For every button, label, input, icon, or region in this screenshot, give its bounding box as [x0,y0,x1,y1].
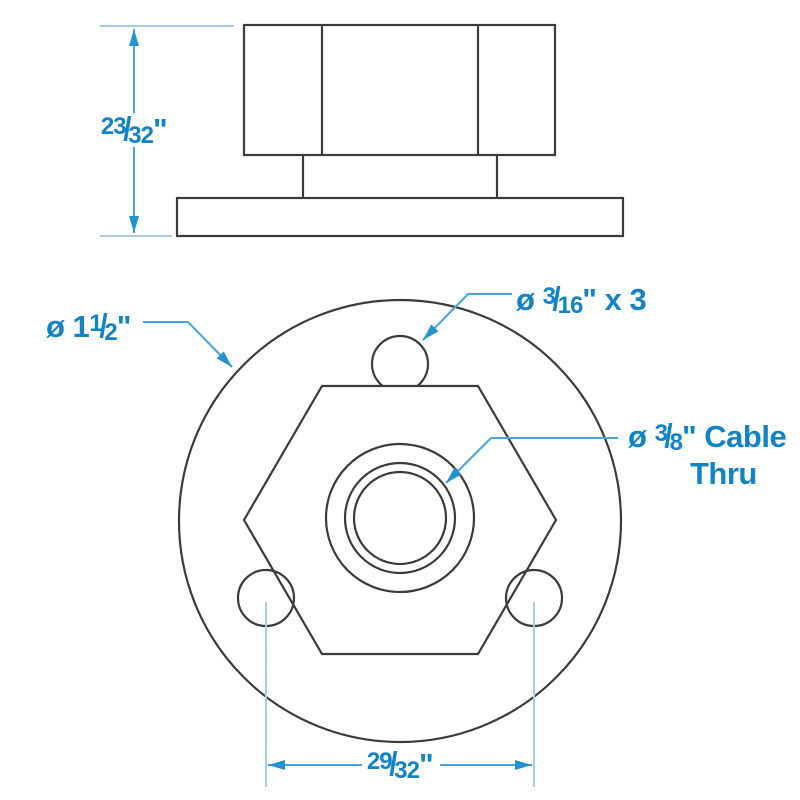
fraction-slash: / [122,110,131,147]
fraction-slash: / [388,745,397,782]
side-view [175,23,625,238]
fraction-numerator: 3 [654,420,668,447]
fraction-denominator: 2 [104,319,117,346]
fraction-numerator: 29 [366,748,393,775]
fraction-slash: / [99,307,107,344]
flange-diameter-leader-line [143,321,233,368]
mount-holes-leader-line [422,293,512,341]
label-suffix: " [152,112,168,147]
counterbore-circle [324,442,476,594]
label-text: Thru [690,456,757,491]
label-suffix: " [418,747,434,782]
height-dimension [100,25,234,237]
label-suffix: " Cable [681,419,787,454]
mount-holes-label: ø 3/16" x 3 [516,280,647,319]
cable-thru-label-line1: ø 3/8" Cable [628,417,787,456]
fraction-denominator: 16 [557,292,584,319]
fraction-numerator: 3 [542,283,556,310]
bolt-hole-top [370,334,430,394]
hole-spacing-label: 29/32" [366,745,434,784]
hex-nut-side-outline [242,23,557,157]
height-dimension-label: 23/32" [100,110,168,149]
label-prefix: ø [628,419,655,454]
fraction-denominator: 8 [669,429,683,456]
label-prefix: ø 1 [46,309,90,344]
flange-side-outline [175,196,625,238]
fraction-denominator: 32 [128,122,154,149]
fraction-slash: / [552,280,561,317]
fraction: 29/32 [366,745,420,784]
flange-diameter-label: ø 11/2" [46,309,131,345]
hole-spacing-dimension [265,602,535,787]
top-view [177,298,623,744]
fraction: 3/16 [542,280,584,319]
cable-thru-leader-line [445,437,618,484]
cable-tube-inner-circle [352,470,448,566]
label-suffix: " [116,309,132,344]
fraction-denominator: 32 [394,757,420,784]
fraction-slash: / [664,417,673,454]
cable-thru-label-line2: Thru [690,458,757,489]
fraction-numerator: 1 [89,310,102,337]
fraction-numerator: 23 [100,113,127,140]
cable-tube-outer-circle [343,461,457,575]
label-prefix: ø [516,282,543,317]
fraction: 23/32 [100,110,154,149]
fraction: 1/2 [89,307,117,346]
label-suffix: " x 3 [582,282,647,317]
fraction: 3/8 [654,417,683,456]
